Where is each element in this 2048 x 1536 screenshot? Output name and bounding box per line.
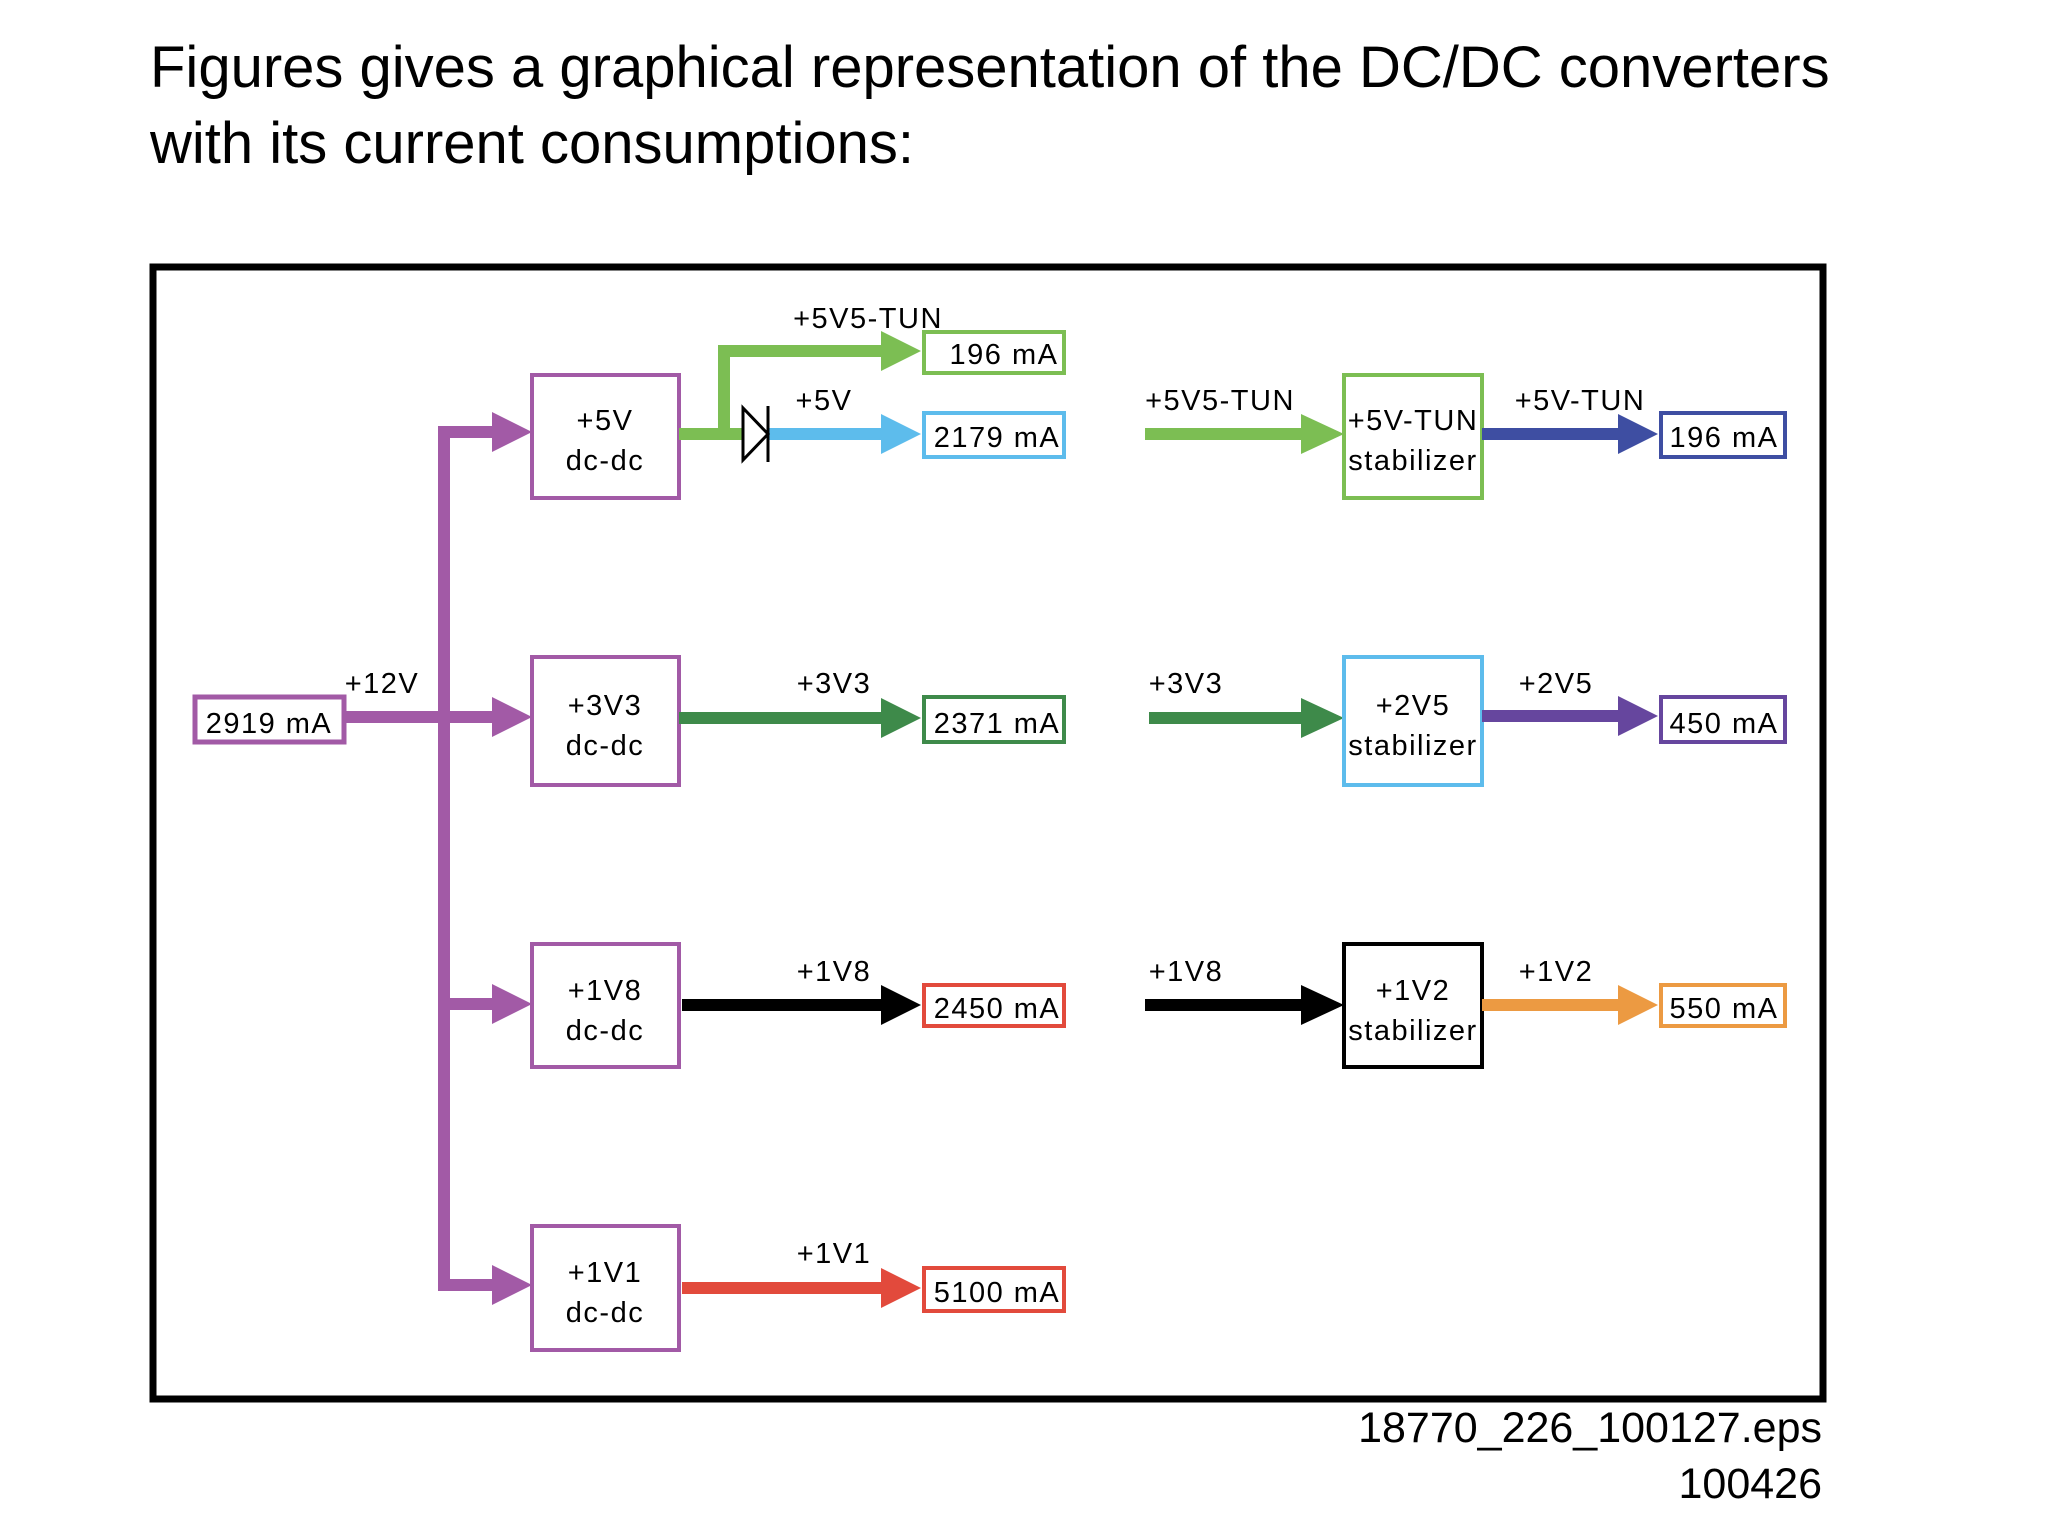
converter-1v1-type: dc-dc <box>566 1297 644 1329</box>
output-1v8-current: 2450 mA <box>934 993 1061 1025</box>
output-1v8-box <box>922 983 1066 1028</box>
stabilizer-2v5-current: 450 mA <box>1670 708 1779 740</box>
stabilizer-2v5-box <box>1342 655 1484 787</box>
stabilizer-2v5-output <box>1482 696 1658 736</box>
stabilizer-1v2-input <box>1145 985 1344 1025</box>
stabilizer-2v5-voltage: +2V5 <box>1376 690 1451 722</box>
stabilizer-2v5-input-label: +3V3 <box>1149 668 1224 700</box>
stabilizer-1v2-current: 550 mA <box>1670 993 1779 1025</box>
stabilizer-2v5-input <box>1149 698 1344 738</box>
stabilizer-1v2-output <box>1482 985 1658 1025</box>
stabilizer-2v5-output-label: +2V5 <box>1519 668 1594 700</box>
input-voltage-label: +12V <box>345 668 420 700</box>
converter-1v8-type: dc-dc <box>566 1015 644 1047</box>
stabilizer-1v2-current-box <box>1659 983 1787 1028</box>
converter-3v3-type: dc-dc <box>566 730 644 762</box>
output-5v5-tun-box <box>922 330 1066 375</box>
rail-5v5-tun-label: +5V5-TUN <box>793 303 943 335</box>
converter-5v-type: dc-dc <box>566 445 644 477</box>
output-1v1-current: 5100 mA <box>934 1277 1061 1309</box>
stabilizer-2v5-current-box <box>1659 695 1787 744</box>
stabilizer-5v-tun-output-label: +5V-TUN <box>1515 385 1646 417</box>
stabilizer-5v-tun-output <box>1482 414 1658 454</box>
stabilizer-1v2-input-label: +1V8 <box>1149 956 1224 988</box>
converter-5v-voltage: +5V <box>577 405 634 437</box>
converter-3v3: +3V3 dc-dc <box>530 655 681 787</box>
input-arrowheads <box>492 412 532 1305</box>
converter-3v3-voltage: +3V3 <box>568 690 643 722</box>
output-5v-current: 2179 mA <box>934 422 1061 454</box>
output-5v-box <box>922 411 1066 459</box>
stabilizer-2v5-type: stabilizer <box>1348 730 1477 762</box>
rail-3v3 <box>679 698 921 738</box>
stabilizer-5v-tun-input <box>1145 414 1344 454</box>
input-current: 2919 mA <box>206 708 333 740</box>
stabilizer-5v-tun-current: 196 mA <box>1670 422 1779 454</box>
stabilizer-1v2-output-label: +1V2 <box>1519 956 1594 988</box>
input-current-box <box>192 694 347 745</box>
output-1v1-box <box>922 1266 1066 1313</box>
figure-filename: 18770_226_100127.eps <box>1358 1404 1822 1452</box>
rail-1v8-label: +1V8 <box>797 956 872 988</box>
output-3v3-current: 2371 mA <box>934 708 1061 740</box>
rail-3v3-label: +3V3 <box>797 668 872 700</box>
diode-icon <box>741 404 771 464</box>
rail-1v1-label: +1V1 <box>797 1238 872 1270</box>
diagram-frame <box>149 263 1827 1403</box>
output-5v5-tun-current: 196 mA <box>950 339 1059 371</box>
rail-1v8 <box>682 985 921 1025</box>
stabilizer-1v2-voltage: +1V2 <box>1376 975 1451 1007</box>
rail-5v <box>724 414 921 454</box>
stabilizer-5v-tun-current-box <box>1659 411 1787 459</box>
stabilizer-5v-tun-type: stabilizer <box>1348 445 1477 477</box>
stabilizer-1v2-type: stabilizer <box>1348 1015 1477 1047</box>
output-3v3-box <box>922 695 1066 744</box>
rail-1v1 <box>682 1268 921 1308</box>
figure-code: 100426 <box>1678 1460 1823 1508</box>
stabilizer-5v-tun-input-label: +5V5-TUN <box>1145 385 1295 417</box>
converter-5v: +5V dc-dc <box>530 373 681 500</box>
stabilizer-5v-tun-voltage: +5V-TUN <box>1348 405 1479 437</box>
converter-1v1-voltage: +1V1 <box>568 1257 643 1289</box>
intro-text: Figures gives a graphical representation… <box>150 35 1830 176</box>
rail-5v-label: +5V <box>796 385 853 417</box>
converter-1v1: +1V1 dc-dc <box>530 1224 681 1352</box>
stabilizer-5v-tun-box <box>1342 373 1484 500</box>
rail-5v5-tun <box>679 331 921 440</box>
figure-footer: 18770_226_100127.eps 100426 <box>1358 1400 1822 1512</box>
converter-1v8: +1V8 dc-dc <box>530 942 681 1069</box>
input-trunk <box>344 426 495 1291</box>
converter-1v8-voltage: +1V8 <box>568 975 643 1007</box>
